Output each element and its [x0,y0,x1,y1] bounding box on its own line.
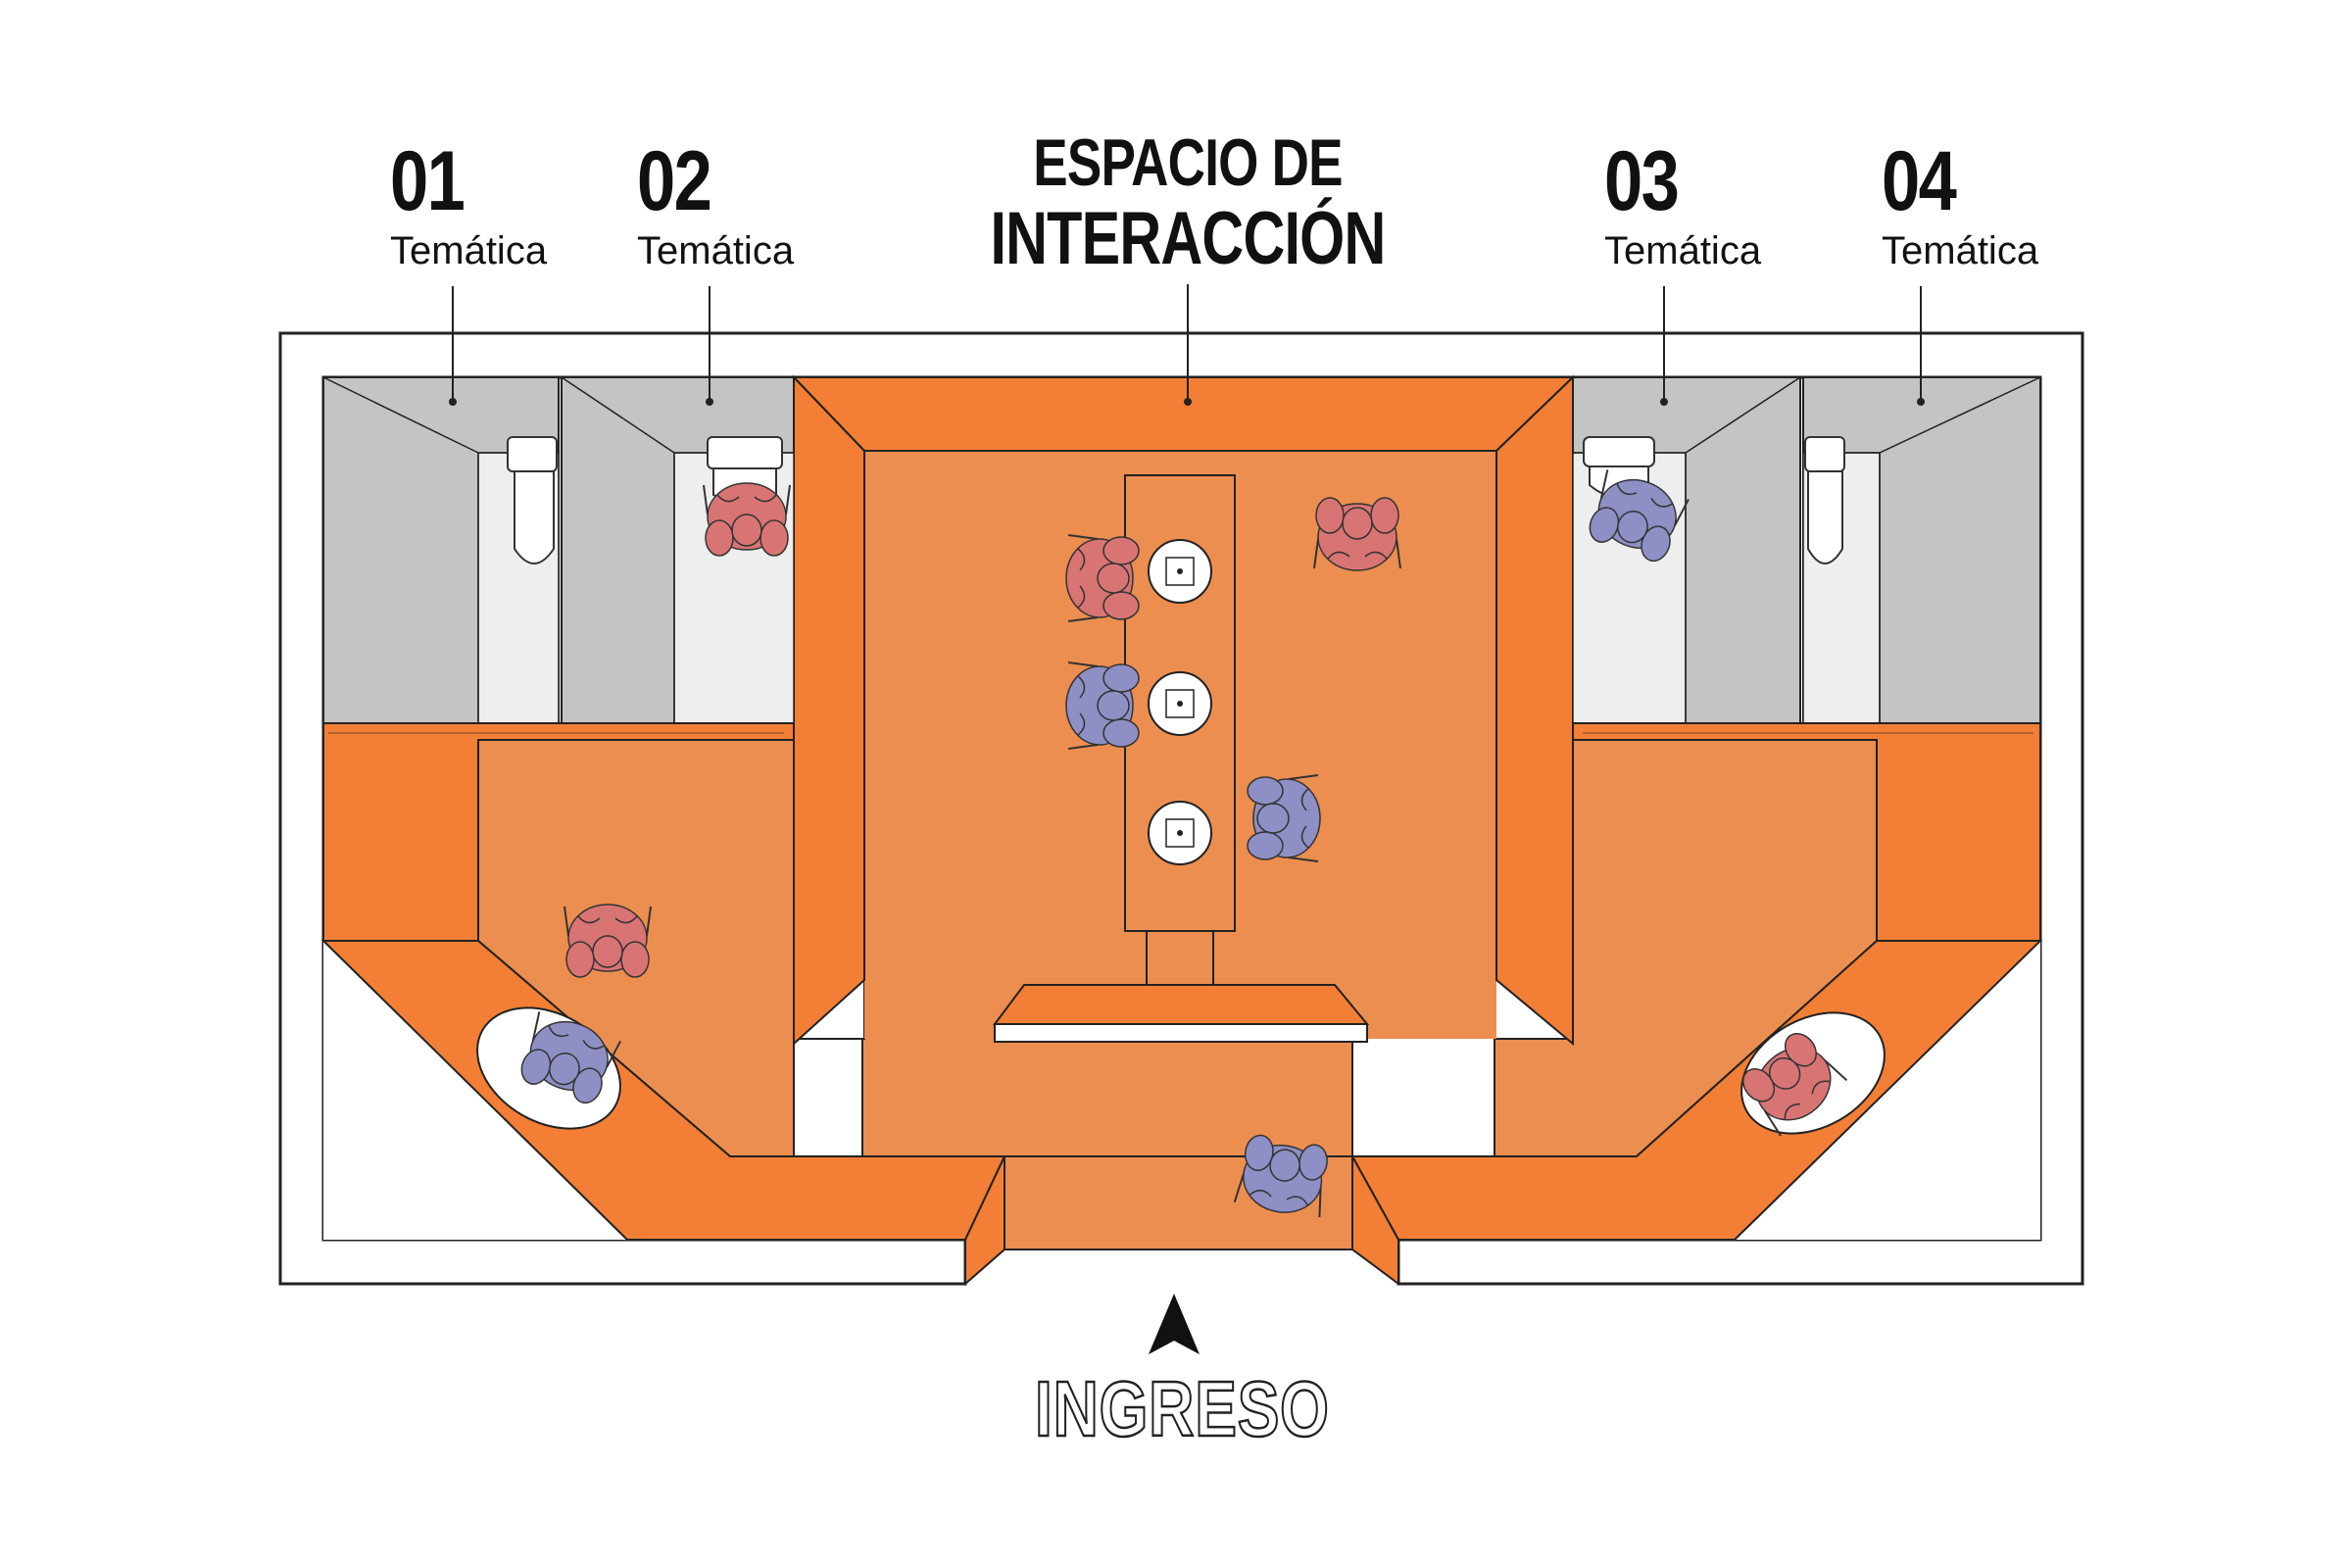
room-03-subtitle: Temática [1604,229,1762,272]
sink-icon [1148,671,1212,736]
sink-icon [1148,801,1212,865]
left-lounge-walls [320,722,1006,1287]
central-walls [791,374,1576,1047]
right-lounge-walls [1350,722,2043,1286]
toilet-icon [1804,436,1845,564]
room-04-number: 04 [1882,134,1957,228]
leader-dots [449,398,1925,406]
room-01-number: 01 [390,134,466,228]
entrance-label: INGRESO [1034,1365,1330,1452]
room-03-number: 03 [1604,134,1680,228]
room-04-subtitle: Temática [1882,229,2039,272]
room-03 [1572,376,1801,724]
room-02-number: 02 [637,134,712,228]
toilet-icon [507,436,558,564]
room-02-subtitle: Temática [637,229,795,272]
arrow-up-icon [1149,1294,1200,1354]
leader-lines [452,284,1922,400]
room-02 [561,376,795,724]
interaction-space-title: ESPACIO DE INTERACCIÓN [958,125,1417,281]
sink-icon [1148,539,1212,604]
interaction-space-title-line2: INTERACCIÓN [990,197,1386,281]
room-01-subtitle: Temática [390,229,548,272]
interaction-space-title-line1: ESPACIO DE [1033,125,1343,200]
